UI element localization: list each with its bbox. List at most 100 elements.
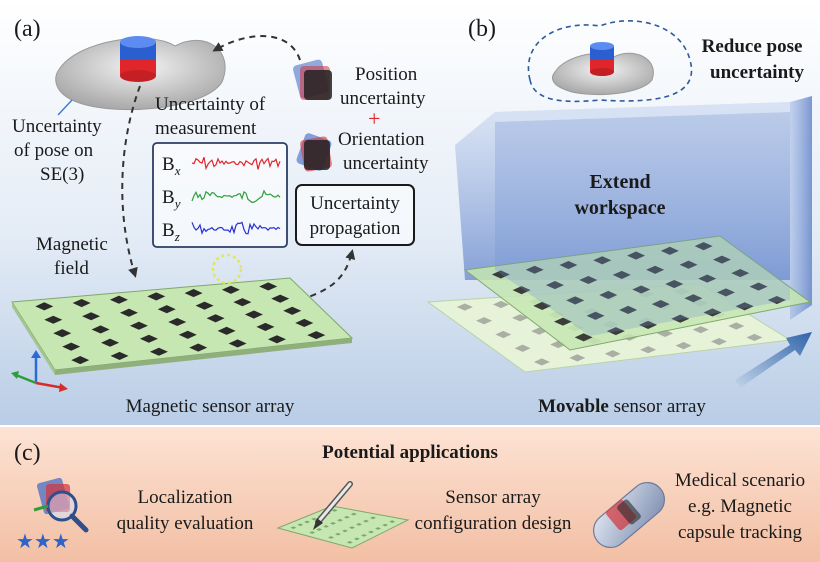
sensor-chip — [698, 274, 717, 283]
dashed-arrow-down — [121, 85, 141, 278]
sensor-chip — [514, 344, 531, 352]
sensor-chip — [228, 339, 247, 348]
sensor-chip — [109, 295, 128, 304]
position-line-1: Position — [355, 64, 418, 85]
sensor-chip — [369, 516, 376, 520]
sensor-chip — [35, 302, 54, 311]
sensor-chip — [671, 314, 690, 323]
position-uncertainty-icon — [293, 59, 332, 100]
sensor-chip — [62, 342, 81, 351]
sensor-chip — [559, 260, 578, 270]
sensor-chip — [382, 523, 389, 527]
sensor-chip — [665, 279, 684, 289]
sensor-chip — [553, 317, 572, 326]
signal-trace — [191, 221, 281, 236]
magnetic-field-line-1: Magnetic — [36, 234, 108, 255]
measurement-title-line-1: Uncertainty of — [155, 94, 266, 115]
sensor-chip — [290, 526, 297, 530]
extend-line-1: Extend — [589, 171, 650, 193]
tracked-object-b — [552, 42, 654, 96]
sensor-chip — [512, 286, 531, 295]
propagation-box — [295, 184, 415, 246]
sensor-chip — [660, 246, 679, 255]
sensor-array-label: Magnetic sensor array — [126, 396, 295, 417]
sensor-chip — [71, 356, 90, 365]
sensor-chip — [679, 260, 698, 269]
sensor-chip — [368, 530, 374, 534]
sensor-chip — [149, 347, 168, 356]
highlighted-sensor-ring — [211, 253, 243, 285]
pose-uncertainty-line-3: SE(3) — [40, 164, 84, 185]
plus-sign: + — [368, 106, 380, 131]
sensor-chip — [533, 358, 550, 366]
sensor-chip — [297, 523, 304, 527]
sensor-chip — [712, 255, 731, 264]
sensor-chip — [101, 338, 120, 347]
sensor-chip — [244, 310, 263, 319]
position-line-2: uncertainty — [340, 88, 426, 109]
propagation-line-1: Uncertainty — [310, 193, 400, 214]
sensor-chip — [632, 285, 651, 294]
movement-arrow — [735, 332, 812, 388]
magnetic-field-line-2: field — [54, 258, 89, 279]
sensor-chip — [168, 317, 187, 327]
sensor-chip — [569, 354, 586, 362]
sensor-chip — [178, 330, 197, 339]
sensor-chip — [349, 526, 355, 530]
sensor-chip — [533, 301, 552, 310]
sensor-chip — [493, 300, 510, 309]
signal-trace — [191, 189, 281, 204]
sensor-chip — [476, 317, 493, 325]
sensor-chip — [657, 329, 674, 337]
sensor-chip — [129, 321, 148, 330]
sensor-chip — [389, 520, 396, 523]
sensor-chip — [651, 300, 670, 309]
sensor-chip — [767, 296, 786, 305]
sensor-chip — [267, 335, 286, 344]
sensor-chip — [184, 289, 203, 298]
sensor-chip — [512, 314, 529, 322]
rating-stars: ★★★ — [16, 529, 70, 553]
sensor-chip — [311, 517, 317, 521]
sensor-chip — [612, 270, 631, 279]
orientation-line-1: Orientation — [338, 129, 425, 150]
sensor-chip — [525, 265, 544, 274]
sensor-chip — [604, 350, 621, 358]
app3-line-3: capsule tracking — [678, 522, 802, 543]
sensor-chip — [110, 351, 129, 360]
sensor-array-design-icon — [276, 505, 410, 549]
pencil-icon — [313, 481, 353, 530]
sensor-chip — [731, 269, 750, 278]
sensor-chip — [550, 340, 567, 349]
app3-line-2: e.g. Magnetic — [688, 496, 792, 517]
sensor-chip — [599, 290, 618, 300]
sensor-chip — [157, 305, 176, 314]
sensor-chip — [746, 333, 763, 342]
sensor-chip — [586, 311, 605, 320]
sensor-chip — [346, 540, 353, 544]
sensor-chip — [328, 536, 335, 539]
sensor-chip — [684, 294, 703, 303]
workspace-overlay — [495, 112, 790, 336]
uncertainty-dashed-region — [527, 20, 693, 103]
sensor-chip — [335, 532, 342, 536]
sensor-chip — [639, 320, 658, 329]
sensor-chip — [619, 305, 638, 314]
sensor-chip — [233, 298, 252, 307]
sensor-chip — [72, 298, 91, 308]
pose-pointer-line — [57, 99, 73, 116]
sensor-chip — [646, 265, 665, 274]
capsule-icon — [593, 481, 665, 549]
applications-title: Potential applications — [322, 442, 498, 463]
sensor-chip — [119, 308, 138, 317]
app1-line-2: quality evaluation — [117, 513, 254, 534]
sensor-chip — [189, 343, 208, 352]
sensor-chip — [295, 318, 314, 328]
sensor-chip — [195, 301, 214, 310]
sensor-chip — [304, 520, 311, 524]
coordinate-axes-icon — [11, 350, 68, 392]
pose-uncertainty-line-1: Uncertainty — [12, 116, 102, 137]
sensor-chip — [53, 329, 72, 338]
app1-line-1: Localization — [138, 487, 233, 508]
